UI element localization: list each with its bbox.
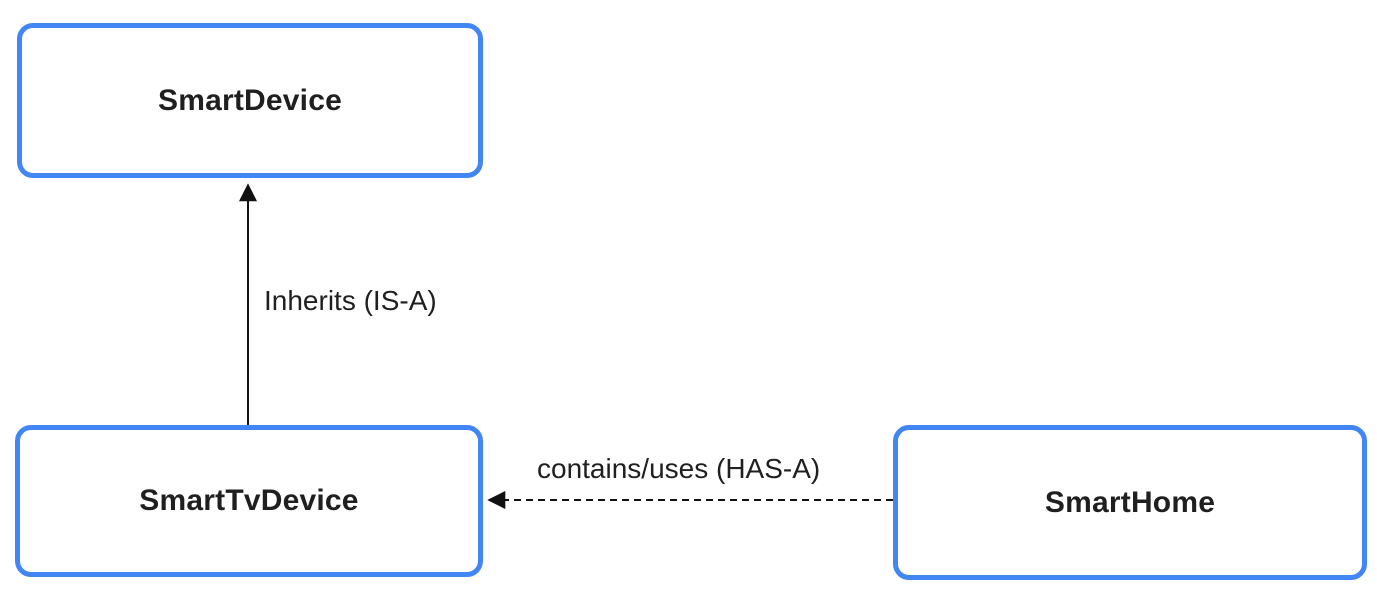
node-smart-device-label: SmartDevice (158, 83, 342, 117)
node-smart-home: SmartHome (893, 425, 1367, 580)
node-smart-device: SmartDevice (17, 23, 483, 178)
node-smart-tv-device-label: SmartTvDevice (139, 484, 359, 517)
contains-uses-edge-label: contains/uses (HAS-A) (537, 453, 821, 484)
inherits-edge-label: Inherits (IS-A) (264, 285, 437, 316)
node-smart-home-label: SmartHome (1044, 485, 1216, 519)
node-smart-tv-device: SmartTvDevice (15, 425, 483, 577)
